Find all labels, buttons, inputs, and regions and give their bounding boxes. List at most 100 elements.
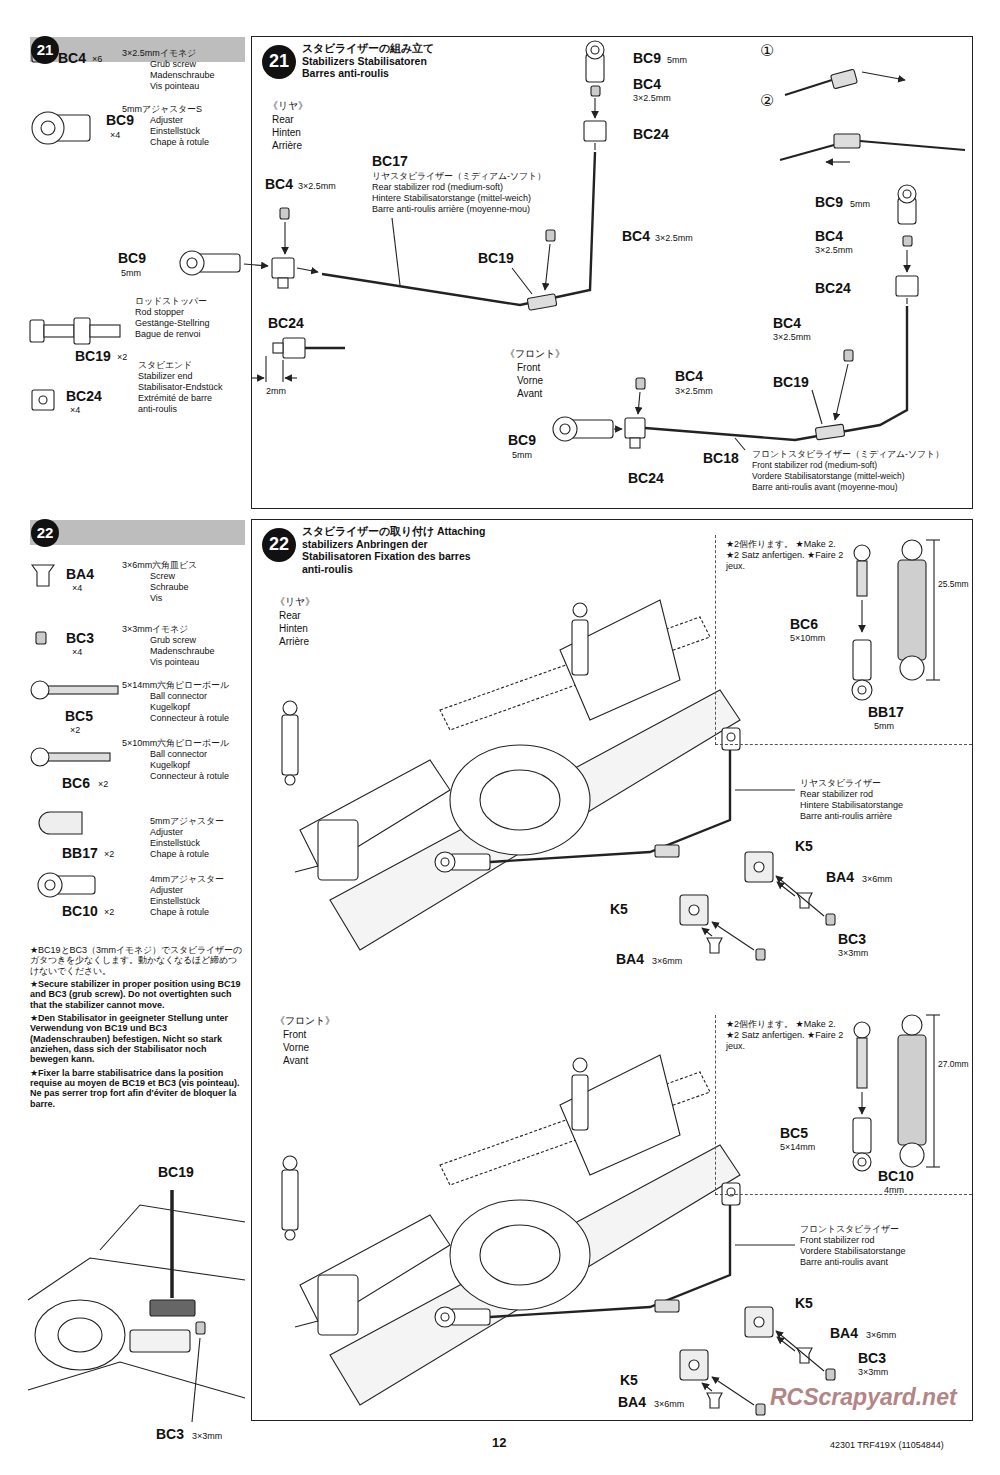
label-text: Schraube (150, 582, 189, 592)
label-text: 3×6mm六角皿ビス (122, 560, 197, 570)
label-text: Ball connector (150, 749, 207, 759)
dimension: 4mm (884, 1185, 904, 1195)
dimension: 3×6mm (862, 874, 892, 884)
label-text: Gestänge-Stellring (135, 318, 210, 328)
note-text: ★Fixer la barre stabilisatrice dans la p… (30, 1068, 245, 1109)
label-text: Adjuster (150, 827, 183, 837)
part-code: BC4 (773, 315, 801, 331)
label-text: Front (517, 362, 540, 374)
part-code: K5 (610, 901, 628, 917)
label-text: Grub screw (150, 59, 196, 69)
dimension: ×4 (70, 405, 80, 415)
label-text: 12 (492, 1436, 506, 1451)
part-code: BC4 (633, 76, 661, 92)
part-code: BC9 (106, 112, 134, 128)
part-code: BC3 (66, 630, 94, 646)
part-code: BC24 (633, 126, 669, 142)
dimension: 3×2.5mm (675, 386, 713, 396)
label-text: Vis (150, 593, 162, 603)
label-text: Rear stabilizer rod (medium-soft) (372, 182, 503, 192)
label-text: リヤスタビライザー（ミディアム-ソフト） (372, 171, 546, 181)
note-text: ★Den Stabilisator in geeigneter Stellung… (30, 1013, 245, 1065)
label-text: Rod stopper (135, 307, 184, 317)
part-code: BC4 (675, 368, 703, 384)
part-code: BA4 (618, 1394, 646, 1410)
part-code: BA4 (826, 869, 854, 885)
label-text: 3×3mmイモネジ (122, 624, 188, 634)
note-text: ★BC19とBC3（3mmイモネジ）でスタビライザーのガタつきを少なくします。動… (30, 945, 245, 976)
step-number-text: 22 (269, 534, 289, 556)
part-code: BC9 (118, 250, 146, 266)
label-text: Barre anti-roulis arrière (moyenne-mou) (372, 204, 530, 214)
label-text: Einstellstück (150, 126, 200, 136)
part-code: BC3 (156, 1426, 184, 1442)
dimension: 3×2.5mm (298, 181, 336, 191)
label-text: Hintere Stabilisatorstange (800, 800, 903, 810)
step-number: 22 (31, 519, 59, 547)
label-text: 5mmアジャスター (150, 816, 224, 826)
label-text: 4mmアジャスター (150, 874, 224, 884)
label-text: 《リヤ》 (275, 596, 315, 608)
label-text: Stabilisator-Endstück (138, 382, 223, 392)
label-text: スタビエンド (138, 360, 192, 370)
part-code: BC24 (66, 388, 102, 404)
part-code: BC24 (268, 315, 304, 331)
step-number-text: 21 (37, 41, 54, 59)
dimension: 3×3mm (192, 1431, 222, 1441)
dimension: ×6 (92, 54, 102, 64)
step-number: 21 (262, 45, 296, 79)
label-text: Connecteur à rotule (150, 771, 229, 781)
label-text: ロッドストッパー (135, 296, 207, 306)
label-text: Madenschraube (150, 646, 215, 656)
label-text: Ball connector (150, 691, 207, 701)
part-code: BC4 (265, 176, 293, 192)
label-text: 42301 TRF419X (11054844) (830, 1440, 944, 1450)
dimension: ×2 (98, 779, 108, 789)
label-text: Avant (283, 1055, 308, 1067)
label-text: Barre anti-roulis avant (800, 1257, 888, 1267)
label-text: 5×10mm六角ピローボール (122, 738, 229, 748)
label-text: フロントスタビライザー (800, 1224, 899, 1234)
part-code: BC19 (75, 348, 111, 364)
dimension: 5×14mm (780, 1142, 815, 1152)
part-code: BC19 (478, 250, 514, 266)
label-text: Kugelkopf (150, 760, 190, 770)
label-text: Arrière (272, 140, 302, 152)
label-text: Stabilizer end (138, 371, 193, 381)
dimension: 3×2.5mm (655, 233, 693, 243)
note-box: ★2個作ります。 ★Make 2. ★2 Satz anfertigen. ★F… (715, 1015, 972, 1195)
label-text: Vorne (517, 375, 543, 387)
dimension: 27.0mm (938, 1060, 969, 1070)
label-text: Front stabilizer rod (medium-soft) (752, 461, 877, 471)
dimension: 3×6mm (652, 956, 682, 966)
dimension: ×4 (72, 647, 82, 657)
part-code: BC4 (815, 228, 843, 244)
part-code: BC24 (815, 280, 851, 296)
step-number-text: 22 (37, 524, 54, 542)
part-code: BC5 (780, 1125, 808, 1141)
dimension: 3×2.5mm (773, 332, 811, 342)
label-text: Adjuster (150, 885, 183, 895)
part-code: BC6 (62, 775, 90, 791)
panel-title: スタビライザーの取り付け Attaching stabilizers Anbri… (302, 525, 487, 575)
part-code: BC4 (622, 228, 650, 244)
label-text: Rear (272, 114, 294, 126)
label-text: ② (760, 92, 774, 110)
label-text: Rear stabilizer rod (800, 789, 873, 799)
note-text: ★2個作ります。 ★Make 2. ★2 Satz anfertigen. ★F… (726, 539, 844, 571)
label-text: Chape à rotule (150, 849, 209, 859)
dimension: ×2 (117, 352, 127, 362)
note-box: ★2個作ります。 ★Make 2. ★2 Satz anfertigen. ★F… (715, 535, 972, 745)
label-text: Rear (279, 610, 301, 622)
label-text: 3×2.5mmイモネジ (122, 48, 196, 58)
dimension: 5mm (850, 199, 870, 209)
part-code: BC10 (62, 903, 98, 919)
part-code: BC18 (703, 450, 739, 466)
label-text: ① (760, 42, 774, 60)
part-code: BA4 (616, 951, 644, 967)
label-text: anti-roulis (138, 404, 177, 414)
label-text: Vorne (283, 1042, 309, 1054)
part-code: BC24 (628, 470, 664, 486)
label-text: 5×14mm六角ピローボール (122, 680, 229, 690)
dimension: 25.5mm (938, 580, 969, 590)
